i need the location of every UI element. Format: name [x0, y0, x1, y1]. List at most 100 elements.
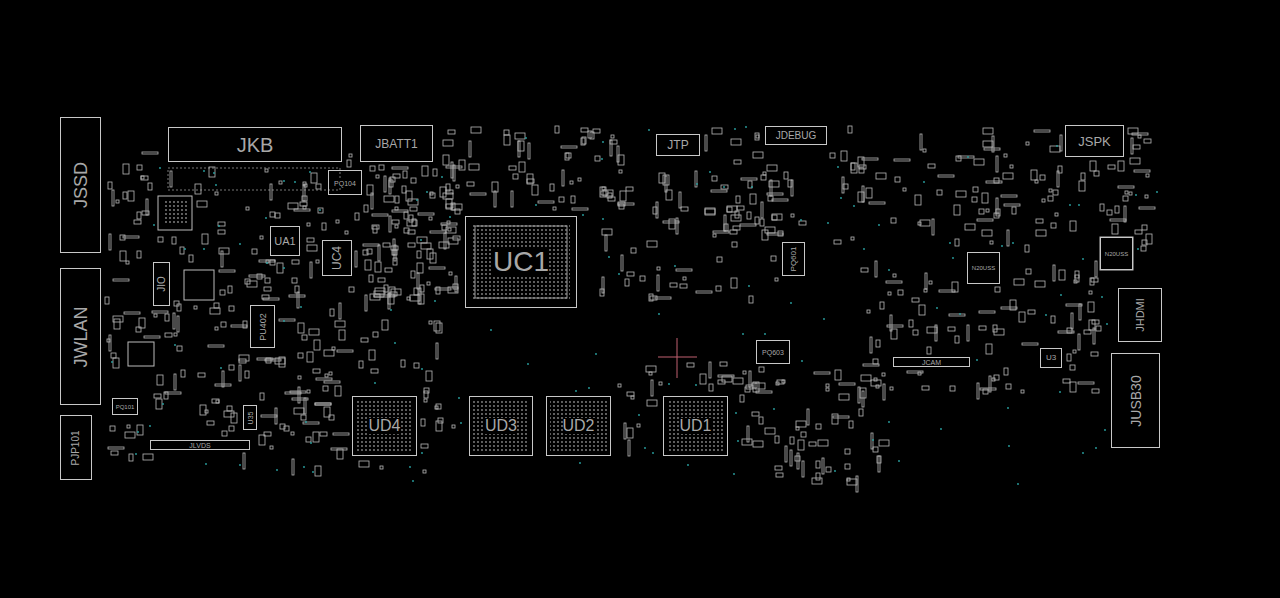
smd-pad [826, 388, 829, 391]
via [203, 170, 205, 172]
bga-ball-grid [163, 201, 187, 225]
smd-pad [137, 251, 141, 258]
smd-pad [307, 245, 317, 251]
smd-pad [873, 359, 878, 364]
smd-pad [1055, 213, 1058, 216]
smd-pad [912, 298, 919, 302]
via [644, 447, 646, 449]
smd-pad [403, 171, 407, 178]
smd-pad [1070, 221, 1076, 231]
via [390, 309, 392, 311]
smd-pad [421, 444, 428, 448]
smd-pad [434, 321, 440, 331]
smd-pad [277, 263, 283, 273]
via [283, 180, 285, 182]
smd-pad [215, 384, 231, 386]
via [618, 273, 620, 275]
smd-pad [929, 281, 932, 284]
smd-pad [958, 156, 974, 158]
smd-pad [174, 301, 179, 306]
smd-pad [375, 288, 385, 294]
smd-pad [447, 221, 450, 224]
smd-pad [174, 333, 177, 336]
smd-pad [655, 297, 671, 299]
smd-pad [448, 130, 455, 134]
component-outline: UC1 [465, 216, 577, 308]
smd-pad [1094, 171, 1099, 176]
smd-pad [1060, 135, 1062, 151]
smd-pad [1144, 139, 1151, 143]
via [723, 186, 725, 188]
smd-pad [441, 223, 457, 225]
smd-pad [324, 381, 340, 383]
smd-pad [1003, 173, 1013, 179]
smd-pad [1090, 161, 1096, 171]
smd-pad [205, 410, 208, 413]
smd-pad [408, 199, 418, 205]
smd-pad [862, 158, 878, 160]
smd-pad [120, 251, 126, 261]
via [137, 431, 139, 433]
smd-pad [713, 234, 716, 237]
via [827, 222, 829, 224]
smd-pad [1075, 275, 1079, 282]
part-label: JKB [237, 135, 274, 155]
smd-pad [887, 325, 903, 327]
smd-pad [724, 224, 728, 231]
smd-pad [197, 201, 207, 207]
via [734, 128, 736, 130]
smd-pad [851, 163, 857, 173]
smd-pad [1088, 302, 1094, 312]
die-outline [475, 226, 567, 298]
smd-pad [444, 233, 446, 249]
smd-pad [1118, 186, 1134, 188]
smd-pad [894, 159, 910, 161]
smd-pad [137, 212, 141, 219]
smd-pad [747, 426, 749, 442]
smd-pad [731, 278, 737, 288]
smd-pad [646, 366, 656, 372]
via [1017, 483, 1019, 485]
smd-pad [325, 374, 328, 377]
smd-pad [767, 165, 777, 171]
smd-pad [826, 384, 829, 387]
smd-pad [446, 227, 456, 233]
component-outline: N20USS [967, 252, 1000, 284]
smd-pad [1139, 207, 1155, 209]
smd-pad [1129, 192, 1132, 195]
via [1056, 145, 1058, 147]
smd-pad [977, 219, 993, 221]
smd-pad [1090, 278, 1094, 285]
smd-pad [841, 151, 847, 161]
smd-pad [983, 141, 993, 147]
smd-pad [125, 432, 135, 438]
smd-pad [300, 202, 307, 206]
smd-pad [847, 479, 857, 485]
smd-pad [390, 292, 397, 296]
smd-pad [1075, 271, 1079, 278]
part-label: JSSD [72, 162, 90, 208]
via [687, 464, 689, 466]
smd-pad [404, 212, 408, 219]
smd-pad [373, 226, 377, 233]
smd-pad [280, 424, 285, 429]
smd-pad [285, 392, 301, 394]
smd-pad [411, 178, 416, 183]
ic-outline [1100, 237, 1133, 270]
via [898, 460, 900, 462]
via [374, 382, 376, 384]
smd-pad [335, 321, 345, 327]
smd-pad [417, 251, 421, 258]
smd-pad [322, 223, 326, 230]
smd-pad [395, 225, 398, 228]
smd-pad [436, 323, 442, 333]
smd-pad [292, 278, 297, 283]
smd-pad [426, 371, 432, 381]
via [952, 257, 954, 259]
smd-pad [418, 294, 424, 304]
smd-pad [967, 325, 969, 341]
via [888, 421, 890, 423]
smd-pad [158, 237, 163, 242]
smd-pad [417, 273, 419, 289]
smd-pad [144, 336, 160, 338]
